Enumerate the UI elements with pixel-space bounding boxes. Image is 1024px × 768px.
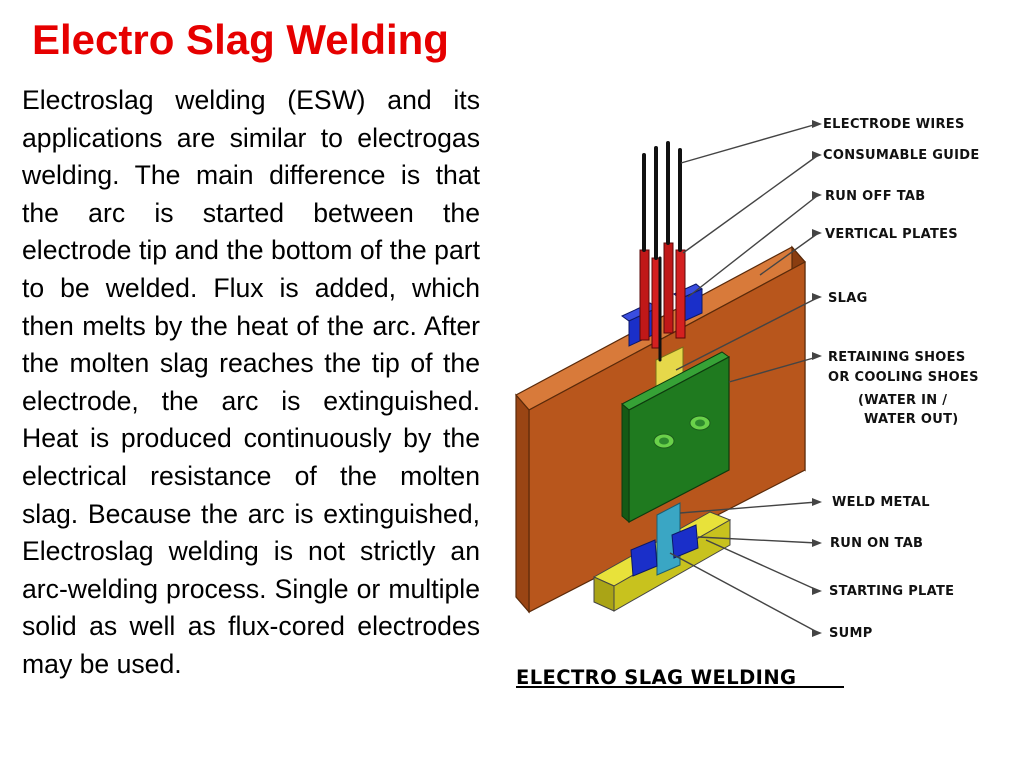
label-starting-plate: STARTING PLATE bbox=[829, 584, 954, 599]
diagram-caption: ELECTRO SLAG WELDING bbox=[516, 666, 796, 689]
label-run-on-tab: RUN ON TAB bbox=[830, 536, 923, 551]
label-electrode-wires: ELECTRODE WIRES bbox=[823, 117, 965, 132]
label-cooling-shoes: OR COOLING SHOES bbox=[828, 370, 979, 385]
esw-diagram: ELECTRODE WIRES CONSUMABLE GUIDE RUN OFF… bbox=[515, 117, 980, 689]
label-retaining-shoes: RETAINING SHOES bbox=[828, 350, 965, 365]
electrode-wires bbox=[642, 141, 682, 362]
label-water-out: WATER OUT) bbox=[864, 412, 959, 427]
label-slag: SLAG bbox=[828, 291, 868, 306]
label-consumable-guide: CONSUMABLE GUIDE bbox=[823, 148, 980, 163]
label-sump: SUMP bbox=[829, 626, 873, 641]
run-on-tab bbox=[630, 524, 699, 577]
water-pipe bbox=[653, 415, 711, 449]
label-water-in: (WATER IN / bbox=[858, 393, 947, 408]
retaining-shoe bbox=[621, 351, 730, 524]
callout-lines bbox=[669, 123, 818, 633]
slide-title: Electro Slag Welding bbox=[32, 16, 449, 63]
body-paragraph: Electroslag welding (ESW) and its applic… bbox=[22, 85, 480, 679]
callout-arrows bbox=[812, 120, 822, 637]
label-weld-metal: WELD METAL bbox=[832, 495, 930, 510]
label-run-off-tab: RUN OFF TAB bbox=[825, 189, 925, 204]
label-vertical-plates: VERTICAL PLATES bbox=[825, 227, 958, 242]
